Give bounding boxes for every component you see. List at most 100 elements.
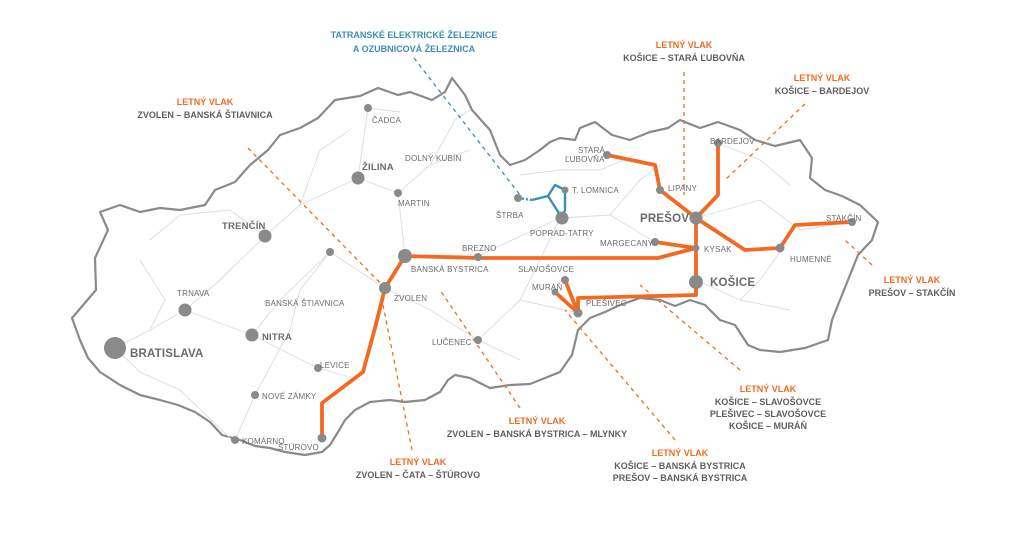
svg-text:LETNÝ VLAK: LETNÝ VLAK xyxy=(656,39,713,50)
svg-text:KOŠICE – MURÁŇ: KOŠICE – MURÁŇ xyxy=(729,420,807,431)
city-dot-martin xyxy=(394,189,402,197)
label-stara-lubovna-1: STARÁ xyxy=(578,146,606,155)
city-dot-kysak xyxy=(692,244,700,252)
city-dot-brezno xyxy=(474,253,482,261)
label-kosice: KOŠICE xyxy=(710,276,755,289)
road-network xyxy=(114,107,853,441)
city-dot-lucenec xyxy=(474,336,482,344)
city-dot-stara-lubovna xyxy=(603,151,611,159)
svg-text:TATRANSKÉ ELEKTRICKÉ ŽELEZNICE: TATRANSKÉ ELEKTRICKÉ ŽELEZNICE xyxy=(331,29,498,40)
label-lipany: LIPANY xyxy=(668,184,698,193)
city-dot-nitra xyxy=(245,328,259,342)
city-dots xyxy=(104,104,856,444)
label-bratislava: BRATISLAVA xyxy=(130,348,204,360)
label-kysak: KYSAK xyxy=(704,245,732,254)
label-humenne: HUMENNÉ xyxy=(790,255,832,264)
label-trnava: TRNAVA xyxy=(177,289,210,298)
label-martin: MARTIN xyxy=(398,199,430,208)
route-plesivec-muran xyxy=(553,290,580,315)
callout-line-slavosovce xyxy=(639,284,741,371)
city-dot-lipany xyxy=(656,186,664,194)
svg-text:LETNÝ VLAK: LETNÝ VLAK xyxy=(652,447,709,458)
svg-text:ZVOLEN – BANSKÁ ŠTIAVNICA: ZVOLEN – BANSKÁ ŠTIAVNICA xyxy=(137,109,273,120)
callout-line-stiavnica xyxy=(247,147,386,289)
label-poprad-tatry: POPRAD-TATRY xyxy=(530,229,594,238)
city-dot-cadca xyxy=(364,104,372,112)
city-dot-presov xyxy=(689,211,703,225)
annotation-sturovo: LETNÝ VLAK ZVOLEN – ČATA – ŠTÚROVO xyxy=(356,456,480,480)
city-labels: BRATISLAVA TRNAVA NITRA TRENČÍN ŽILINA Č… xyxy=(130,116,862,452)
label-brezno: BREZNO xyxy=(462,244,497,253)
svg-text:PLEŠIVEC – SLAVOŠOVCE: PLEŠIVEC – SLAVOŠOVCE xyxy=(710,408,826,419)
city-dot-trnava xyxy=(178,303,192,317)
city-dot-nove-zamky xyxy=(251,391,259,399)
annotation-bardejov: LETNÝ VLAK KOŠICE – BARDEJOV xyxy=(775,72,870,96)
city-dot-kosice xyxy=(689,275,703,289)
route-bystrica-kosice xyxy=(403,246,698,260)
city-dot-bratislava xyxy=(104,337,126,359)
label-t-lomnica: T. LOMNICA xyxy=(572,186,619,195)
label-nove-zamky: NOVÉ ZÁMKY xyxy=(262,392,317,401)
svg-text:KOŠICE – BANSKÁ BYSTRICA: KOŠICE – BANSKÁ BYSTRICA xyxy=(614,460,746,471)
svg-text:A OZUBNICOVÁ ŽELEZNICA: A OZUBNICOVÁ ŽELEZNICA xyxy=(353,43,476,54)
city-dot-t-lomnica xyxy=(561,186,569,194)
route-presov-bardejov xyxy=(694,141,720,220)
annotation-stiavnica: LETNÝ VLAK ZVOLEN – BANSKÁ ŠTIAVNICA xyxy=(137,96,273,120)
svg-text:ZVOLEN – BANSKÁ BYSTRICA – MLY: ZVOLEN – BANSKÁ BYSTRICA – MLYNKY xyxy=(447,429,627,439)
label-zilina: ŽILINA xyxy=(362,161,394,173)
city-dot-bardejov xyxy=(714,139,722,147)
label-sturovo: ŠTÚROVO xyxy=(278,443,319,452)
annotation-tatra: TATRANSKÉ ELEKTRICKÉ ŽELEZNICE A OZUBNIC… xyxy=(331,29,498,54)
svg-text:LETNÝ VLAK: LETNÝ VLAK xyxy=(740,383,797,394)
city-dot-slavosovce xyxy=(561,276,569,284)
annotation-slavosovce: LETNÝ VLAK KOŠICE – SLAVOŠOVCE PLEŠIVEC … xyxy=(710,383,826,431)
label-presov: PREŠOV xyxy=(640,212,689,225)
callout-line-stakcin xyxy=(844,239,873,266)
label-banska-stiavnica: BANSKÁ ŠTIAVNICA xyxy=(265,299,345,308)
label-muran: MURÁŇ xyxy=(532,283,562,292)
svg-text:LETNÝ VLAK: LETNÝ VLAK xyxy=(509,415,566,426)
svg-text:KOŠICE – BARDEJOV: KOŠICE – BARDEJOV xyxy=(775,85,870,96)
label-komarno: KOMÁRNO xyxy=(242,437,285,446)
label-bardejov: BARDEJOV xyxy=(710,137,755,146)
callout-line-bardejov xyxy=(724,103,806,181)
label-plesivec: PLEŠIVEC xyxy=(586,299,627,308)
annotation-bystrica: LETNÝ VLAK KOŠICE – BANSKÁ BYSTRICA PREŠ… xyxy=(613,447,748,483)
svg-text:ZVOLEN – ČATA – ŠTÚROVO: ZVOLEN – ČATA – ŠTÚROVO xyxy=(356,469,480,480)
label-nitra: NITRA xyxy=(262,332,292,343)
annotation-mlynky: LETNÝ VLAK ZVOLEN – BANSKÁ BYSTRICA – ML… xyxy=(447,415,627,439)
callout-lines xyxy=(247,57,873,451)
route-margecany-kysak xyxy=(653,240,698,250)
svg-text:LETNÝ VLAK: LETNÝ VLAK xyxy=(794,72,851,83)
label-stakcin: STAKČÍN xyxy=(826,214,862,223)
label-trencin: TRENČÍN xyxy=(222,220,266,232)
city-dot-dolny-kubin xyxy=(326,248,334,256)
label-zvolen: ZVOLEN xyxy=(394,294,427,303)
route-zvolen-sturovo xyxy=(320,286,387,440)
city-dot-levice xyxy=(314,364,322,372)
route-plesivec-slavosovce xyxy=(563,278,580,315)
label-banska-bystrica: BANSKÁ BYSTRICA xyxy=(411,265,489,274)
callout-line-bystrica xyxy=(564,309,676,441)
city-dot-muran xyxy=(551,288,559,296)
label-levice: LEVICE xyxy=(320,361,350,370)
city-dot-plesivec xyxy=(573,308,583,318)
svg-text:PREŠOV – STAKČÍN: PREŠOV – STAKČÍN xyxy=(869,287,956,298)
city-dot-sturovo xyxy=(317,433,327,443)
label-lucenec: LUČENEC xyxy=(432,338,472,347)
label-slavosovce: SLAVOŠOVCE xyxy=(518,265,574,274)
label-strba: ŠTRBA xyxy=(496,211,524,220)
route-presov-stara-lubovna xyxy=(605,153,698,220)
callout-line-sturovo xyxy=(381,299,413,451)
annotation-stakcin: LETNÝ VLAK PREŠOV – STAKČÍN xyxy=(869,274,956,298)
city-dot-strba xyxy=(514,194,522,202)
city-dot-komarno xyxy=(231,436,239,444)
label-dolny-kubin: DOLNÝ KUBÍN xyxy=(405,154,461,163)
svg-text:LETNÝ VLAK: LETNÝ VLAK xyxy=(390,456,447,467)
city-dot-poprad xyxy=(555,211,569,225)
label-cadca: ČADCA xyxy=(372,116,401,125)
svg-text:LETNÝ VLAK: LETNÝ VLAK xyxy=(884,274,941,285)
svg-text:LETNÝ VLAK: LETNÝ VLAK xyxy=(177,96,234,107)
city-dot-banska-bystrica xyxy=(398,249,412,263)
